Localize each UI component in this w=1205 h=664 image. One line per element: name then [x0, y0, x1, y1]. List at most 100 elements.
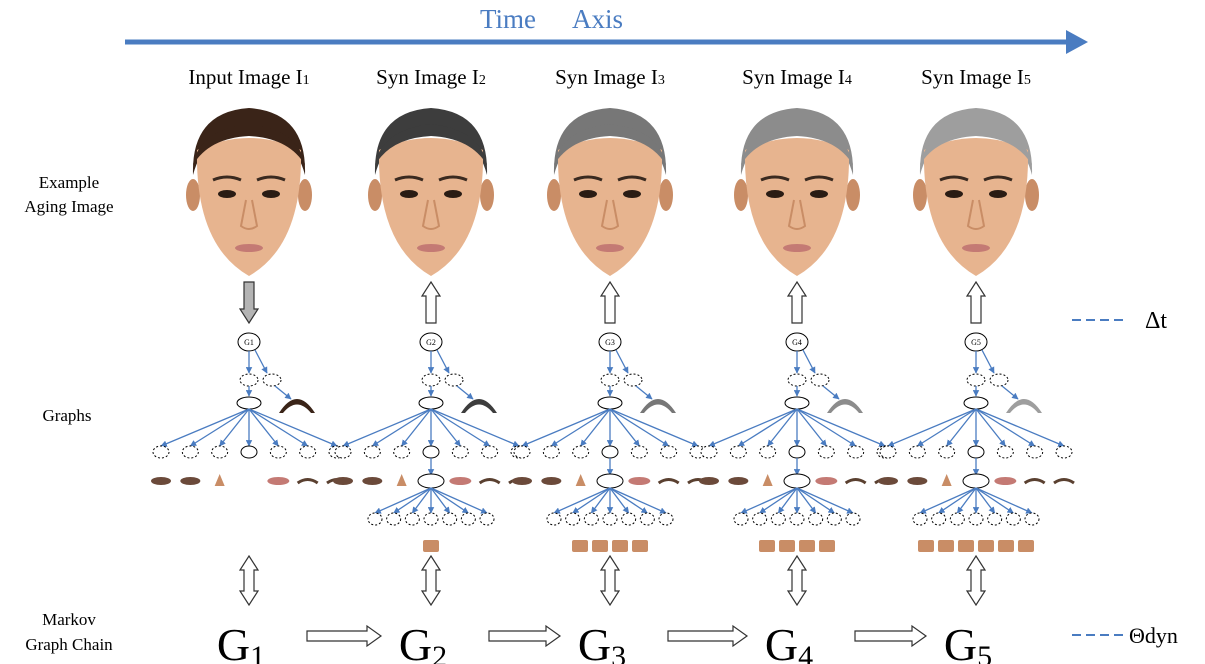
left-ear	[734, 179, 748, 211]
row-label-graphs: Graphs	[42, 406, 91, 425]
graph-edge	[708, 408, 798, 447]
graph-leaf-node	[181, 445, 199, 459]
column-title: Syn Image I5	[921, 65, 1031, 89]
hair-part	[827, 399, 863, 413]
graph-node-face	[597, 396, 623, 410]
graph-leaf-node	[817, 445, 835, 459]
graph-edge	[975, 487, 1014, 514]
graph-node	[966, 373, 986, 387]
mouth	[235, 244, 263, 252]
wrinkle-patch	[572, 540, 588, 552]
row-label-markov-line2: Graph Chain	[25, 635, 113, 654]
graph-subleaf-node	[931, 512, 947, 526]
graph-edge	[919, 487, 977, 514]
graph-edge	[436, 349, 450, 374]
face-skin	[557, 138, 663, 276]
graph-edge	[248, 408, 279, 447]
row-label-markov-line1: Markov	[42, 610, 96, 629]
left-ear	[547, 179, 561, 211]
legend-delta-t: Δt	[1145, 308, 1167, 334]
graph-node	[600, 373, 620, 387]
chain-node-letter: G	[217, 619, 250, 664]
column-title: Syn Image I3	[555, 65, 665, 89]
graph-subleaf-node	[845, 512, 861, 526]
mouth	[596, 244, 624, 252]
graph-edge	[430, 487, 469, 514]
graph-leaf-node	[363, 445, 381, 459]
graph-edge	[371, 408, 432, 447]
graph-edge	[189, 408, 250, 447]
right-eye	[810, 190, 828, 198]
face-skin	[196, 138, 302, 276]
wrinkle-patch	[423, 540, 439, 552]
graph-leaf-node	[451, 445, 469, 459]
chain-node-subscript: 3	[611, 640, 626, 664]
graph-node-face	[418, 396, 444, 410]
right-eye	[262, 190, 280, 198]
wrinkle-patch	[592, 540, 608, 552]
graph-subleaf-node	[1005, 512, 1021, 526]
nose	[239, 199, 259, 230]
graph-edge	[916, 408, 977, 447]
column-title-subscript: 3	[658, 73, 665, 88]
graph-leaf-node	[601, 445, 619, 459]
graph-leaf-node	[847, 445, 865, 459]
eye-part	[333, 477, 353, 485]
face-skin	[378, 138, 484, 276]
wrinkle-patch	[938, 540, 954, 552]
graph-edge	[374, 487, 432, 514]
hair	[553, 108, 667, 175]
left-eye	[579, 190, 597, 198]
time-axis-arrowhead	[1066, 30, 1088, 54]
graph-subleaf-node	[386, 512, 402, 526]
graph-root-label: G4	[792, 338, 802, 347]
graph-edge	[635, 385, 653, 400]
graph-subleaf-node	[770, 512, 786, 526]
graph-edge	[248, 408, 309, 447]
hairline	[375, 124, 487, 165]
face-image	[913, 108, 1039, 276]
graph-node	[421, 373, 441, 387]
graph-edge	[975, 487, 1033, 514]
up-arrow	[420, 280, 442, 324]
chain-arrows	[306, 624, 928, 648]
left-ear	[913, 179, 927, 211]
graph-edge	[975, 408, 1036, 447]
chain-node: G1	[217, 619, 265, 664]
graph-edge	[737, 408, 798, 447]
down-arrow	[238, 281, 260, 325]
graph-subleaf-node	[442, 512, 458, 526]
wrinkle-patch	[1018, 540, 1034, 552]
face-skin	[923, 138, 1029, 276]
graph-node-face	[963, 396, 989, 410]
chain-node: G4	[765, 619, 813, 664]
graph-subleaf-node	[565, 512, 581, 526]
graph-leaf-node	[908, 445, 926, 459]
graph-subleaf-node	[1024, 512, 1040, 526]
left-brow	[939, 175, 969, 182]
wrinkle-patch	[799, 540, 815, 552]
wrinkle-patch	[978, 540, 994, 552]
up-arrow	[599, 280, 621, 324]
graph-edge	[796, 408, 886, 447]
graph-edge	[401, 408, 432, 447]
graph-leaf-node	[660, 445, 678, 459]
graph-edge	[796, 487, 854, 514]
graph-edge	[550, 408, 611, 447]
graph-subleaf-node	[602, 512, 618, 526]
right-ear	[659, 179, 673, 211]
graph-leaf-node	[788, 445, 806, 459]
chain-arrow	[306, 624, 383, 648]
graph-edge	[521, 408, 611, 447]
brow-part	[1023, 478, 1046, 485]
nose-part	[575, 474, 586, 486]
hair-part	[279, 399, 315, 413]
chain-node-subscript: 1	[250, 640, 265, 664]
row-labels: Example Aging Image Graphs Markov Graph …	[24, 173, 113, 654]
column-title-text: Syn Image I	[376, 65, 479, 89]
hair	[740, 108, 854, 175]
